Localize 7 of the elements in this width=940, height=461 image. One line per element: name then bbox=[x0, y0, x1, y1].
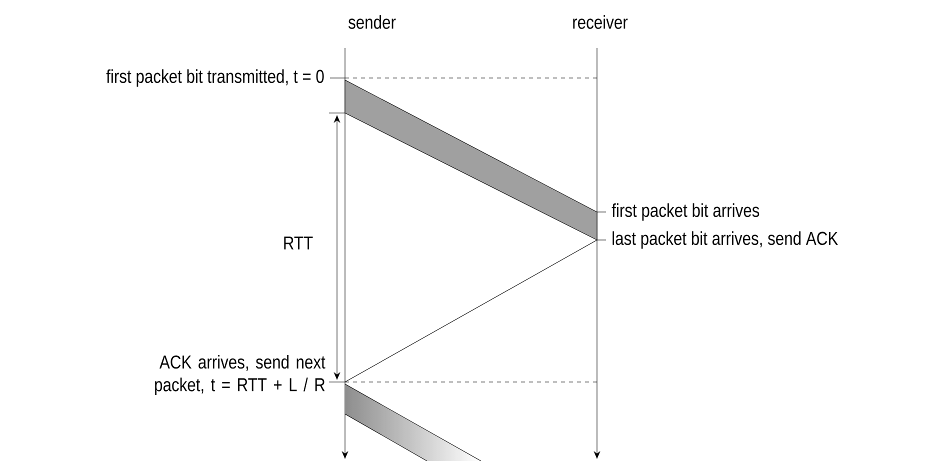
timeline-label: sender bbox=[348, 15, 396, 29]
timeline-label: receiver bbox=[573, 15, 628, 29]
event-label: first packet bit arrives bbox=[612, 203, 760, 221]
event-label: last packet bit arrives, send ACK bbox=[612, 231, 838, 249]
event-label: first packet bit transmitted, t = 0 bbox=[106, 69, 324, 87]
event-label: ACK arrives, send next packet, t = RTT + L / R bbox=[155, 354, 326, 396]
interval-label: RTT bbox=[282, 235, 314, 251]
